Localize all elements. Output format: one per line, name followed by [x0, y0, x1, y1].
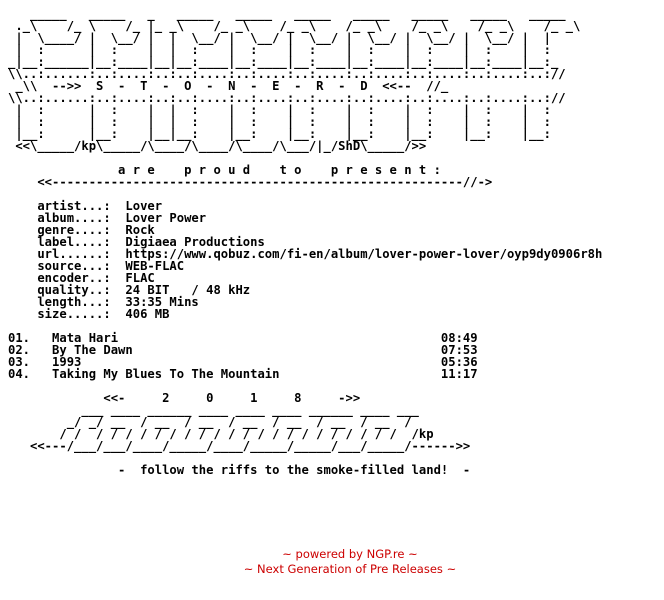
- nfo-line: <<- 2 0 1 8 ->>: [8, 391, 361, 405]
- nfo-line: _/ _/ __ / __ / __ / __ / __ / __ / __ /: [8, 415, 412, 429]
- nfo-line: artist...: Lover: [8, 199, 163, 213]
- nfo-line: - follow the riffs to the smoke-filled l…: [8, 463, 471, 477]
- nfo-line: <<\_____/kp\_____/\____/\____/\____/\___…: [8, 139, 427, 153]
- nfo-line: 04. Taking My Blues To The Mountain 11:1…: [8, 367, 478, 381]
- nfo-line: _____ _____ _ _____ _____ _____ _____ __…: [8, 7, 566, 21]
- nfo-line: _\\ -->> S - T - O - N - E - R - D <<-- …: [8, 79, 449, 93]
- footer-tagline: ~ Next Generation of Pre Releases ~: [243, 562, 457, 576]
- nfo-line: | : | : | | : | : | : | : | : | : | :: [8, 103, 551, 117]
- nfo-line: ._\ /_ \ /_ |_ _\ /_ _\ /_ _\ /_ _\ /_ _…: [8, 19, 581, 33]
- nfo-line: | : | : | | : | : | : | : | : | : | :: [8, 43, 551, 57]
- nfo-line: <<---/___/___/____/_____/____/_____/____…: [8, 439, 471, 453]
- nfo-line: / / / / / / / / / / / / / / / / / / / / …: [8, 427, 434, 441]
- nfo-line: 03. 1993 05:36: [8, 355, 478, 369]
- nfo-line: <<--------------------------------------…: [8, 175, 493, 189]
- nfo-line: | : | : | | : | : | : | : | : | : | :: [8, 115, 551, 129]
- nfo-line: quality..: 24 BIT / 48 kHz: [8, 283, 251, 297]
- nfo-line: ___ ____ ______ ____ ____ ____ ______ __…: [8, 403, 419, 417]
- nfo-line: 01. Mata Hari 08:49: [8, 331, 478, 345]
- nfo-line: source...: WEB-FLAC: [8, 259, 185, 273]
- nfo-line: genre....: Rock: [8, 223, 155, 237]
- nfo-line: a r e p r o u d t o p r e s e n t :: [8, 163, 441, 177]
- nfo-line: \\..:......:..:....:..:..:....:..:....:.…: [8, 91, 566, 105]
- nfo-line: size.....: 406 MB: [8, 307, 170, 321]
- footer: ~ powered by NGP.re ~ ~ Next Generation …: [0, 547, 664, 577]
- nfo-text-block: _____ _____ _ _____ _____ _____ _____ __…: [8, 8, 602, 476]
- nfo-line: |__: |__: |__|__: |__: |__: |__: |__: |_…: [8, 127, 551, 141]
- nfo-line: label....: Digiaea Productions: [8, 235, 265, 249]
- nfo-line: _|__:______|__:____|__|__:____|__:____|_…: [8, 55, 559, 69]
- nfo-line: \\..:......:..:....:..:..:....:..:....:.…: [8, 67, 566, 81]
- nfo-line: url......: https://www.qobuz.com/fi-en/a…: [8, 247, 603, 261]
- nfo-line: length...: 33:35 Mins: [8, 295, 199, 309]
- footer-powered-by: ~ powered by NGP.re ~: [282, 547, 418, 561]
- nfo-line: | \____/ | \__/ | | \__/ | \__/ | \__/ |…: [8, 31, 551, 45]
- nfo-line: album....: Lover Power: [8, 211, 207, 225]
- nfo-line: encoder..: FLAC: [8, 271, 155, 285]
- nfo-line: 02. By The Dawn 07:53: [8, 343, 478, 357]
